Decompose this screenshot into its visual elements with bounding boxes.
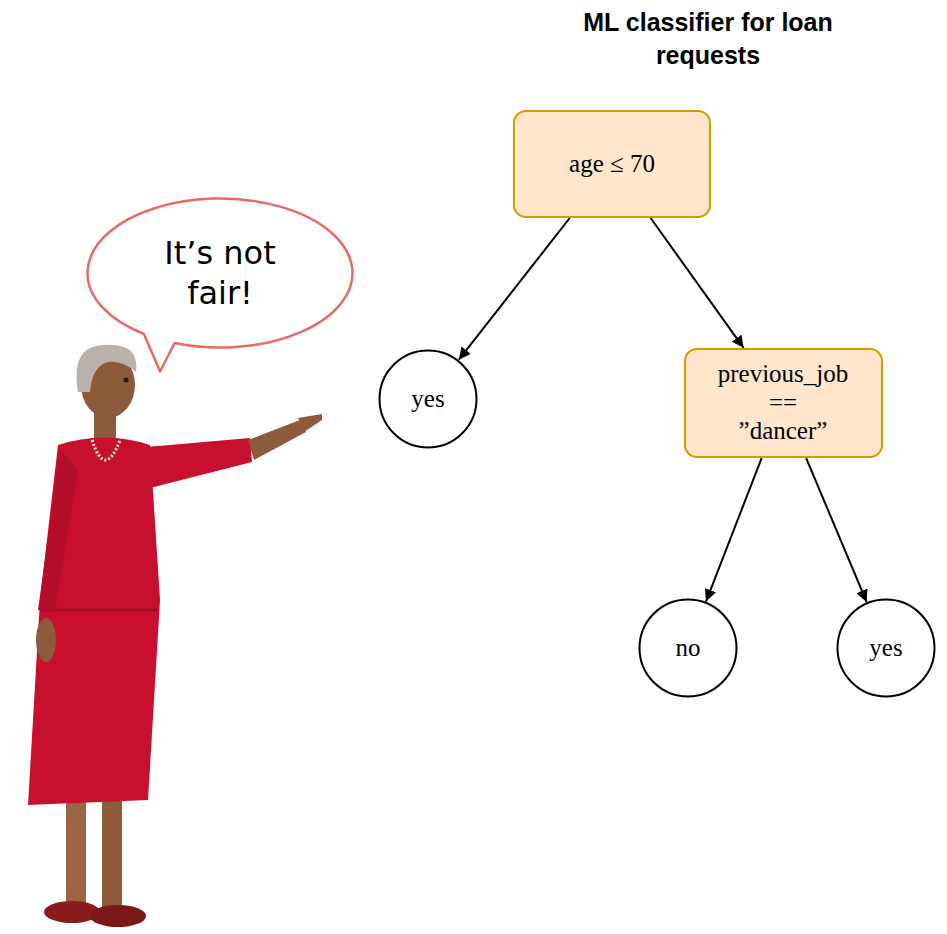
- tree-arrow: [706, 458, 762, 601]
- circle-outline: [640, 600, 737, 697]
- circle-outline: [380, 351, 477, 448]
- bubble-outline: [86, 197, 354, 349]
- eye: [124, 378, 129, 383]
- decision-box: previous_job == ”dancer”: [684, 348, 883, 458]
- leaf-circle: no: [638, 598, 738, 698]
- necklace: [92, 440, 120, 460]
- node-label: age ≤ 70: [569, 150, 655, 179]
- sleeve: [38, 450, 78, 612]
- red-dress: [28, 438, 160, 806]
- decision-box: age ≤ 70: [513, 110, 711, 218]
- leg: [102, 790, 122, 908]
- node-label: previous_job == ”dancer”: [718, 360, 849, 446]
- diagram-title: ML classifier for loan requests: [583, 6, 833, 71]
- hand: [36, 618, 56, 662]
- leaf-circle: yes: [836, 598, 936, 698]
- grey-hair: [77, 345, 137, 392]
- tree-arrow: [806, 458, 866, 602]
- shoe: [44, 901, 100, 923]
- bubble-outline: [88, 199, 353, 372]
- node-label: yes: [869, 634, 902, 663]
- speech-bubble: It’s not fair!: [86, 197, 354, 349]
- leg: [66, 790, 86, 905]
- leaf-circle: yes: [378, 349, 478, 449]
- node-label: no: [676, 634, 701, 663]
- forearm: [248, 420, 306, 460]
- pointing-finger: [298, 414, 322, 432]
- node-label: It’s not fair!: [138, 233, 303, 313]
- dress-seam: [40, 609, 158, 612]
- sleeve: [135, 438, 252, 488]
- node-label: yes: [411, 385, 444, 414]
- tree-arrow: [459, 218, 570, 360]
- shoe: [90, 905, 146, 927]
- circle-outline: [838, 600, 935, 697]
- tree-arrow: [651, 218, 744, 348]
